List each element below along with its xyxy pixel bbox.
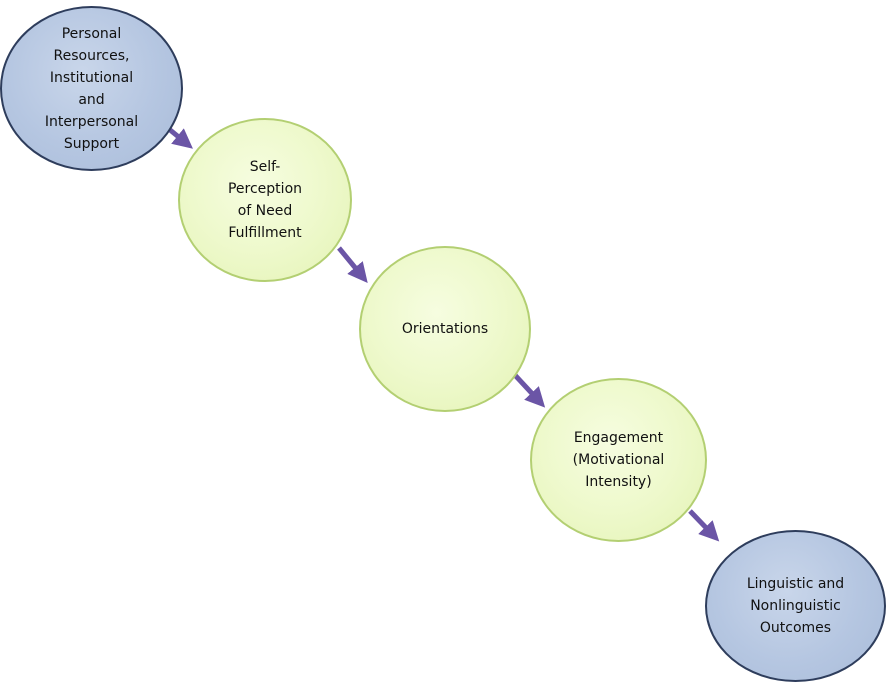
node-orientations: Orientations: [359, 246, 531, 412]
node-outcomes: Linguistic and Nonlinguistic Outcomes: [705, 530, 886, 682]
node-label: Engagement (Motivational Intensity): [572, 430, 665, 490]
node-self-perception: Self- Perception of Need Fulfillment: [178, 118, 352, 282]
node-label: Personal Resources, Institutional and In…: [44, 25, 139, 152]
node-personal-resources: Personal Resources, Institutional and In…: [0, 6, 183, 171]
node-label: Linguistic and Nonlinguistic Outcomes: [746, 576, 845, 636]
arrow-n2-n3: [337, 246, 368, 283]
node-label: Self- Perception of Need Fulfillment: [227, 159, 303, 241]
node-engagement: Engagement (Motivational Intensity): [530, 378, 707, 542]
arrow-n4-n5: [688, 509, 720, 542]
node-label: Orientations: [401, 321, 489, 337]
arrow-n3-n4: [511, 371, 546, 408]
